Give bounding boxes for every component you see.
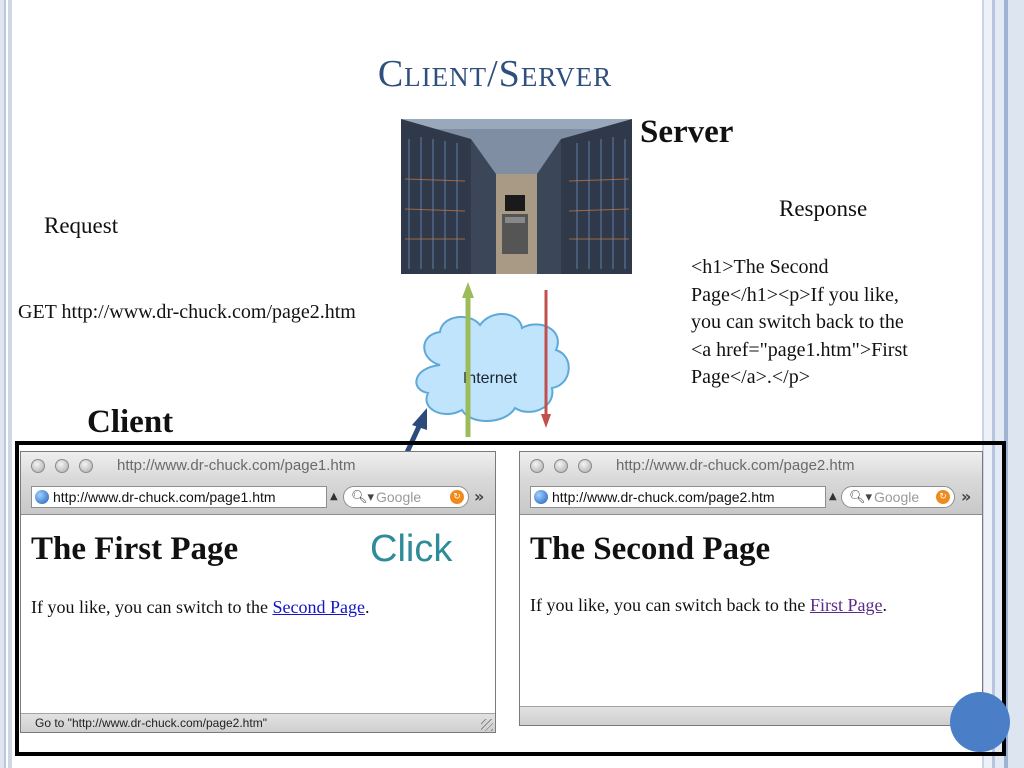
client-label: Client (87, 404, 174, 440)
browser-window-page1: http://www.dr-chuck.com/page1.htm http:/… (20, 451, 496, 733)
window-title: http://www.dr-chuck.com/page2.htm (616, 457, 855, 474)
zoom-window-button[interactable] (79, 459, 93, 473)
paragraph-text: If you like, you can switch to the (31, 597, 273, 617)
toolbar: http://www.dr-chuck.com/page1.htm ▲ 🔍︎▾ … (21, 480, 495, 515)
search-icon: 🔍︎▾ (849, 490, 873, 505)
search-input[interactable]: 🔍︎▾ Google ↻ (841, 486, 955, 508)
paragraph-text: If you like, you can switch back to the (530, 595, 810, 615)
titlebar: http://www.dr-chuck.com/page1.htm (21, 452, 495, 480)
slide-frame-right (978, 0, 1024, 768)
url-text: http://www.dr-chuck.com/page2.htm (552, 489, 775, 505)
url-text: http://www.dr-chuck.com/page1.htm (53, 489, 276, 505)
search-placeholder: Google (874, 489, 920, 505)
zoom-window-button[interactable] (578, 459, 592, 473)
internet-label: Internet (463, 370, 518, 387)
page-paragraph: If you like, you can switch to the Secon… (31, 597, 369, 618)
response-body: <h1>The Second Page</h1><p>If you like, … (691, 256, 908, 388)
paragraph-end: . (364, 597, 370, 617)
status-text: Go to "http://www.dr-chuck.com/page2.htm… (35, 716, 267, 730)
close-window-button[interactable] (530, 459, 544, 473)
search-go-icon[interactable]: ↻ (936, 490, 950, 504)
response-label: Response (779, 196, 868, 221)
toolbar-overflow-icon[interactable]: » (961, 487, 972, 506)
status-bar (520, 706, 982, 725)
request-line: GET http://www.dr-chuck.com/page2.htm (18, 301, 356, 323)
url-dropdown-icon[interactable]: ▲ (330, 491, 338, 502)
browser-window-page2: http://www.dr-chuck.com/page2.htm http:/… (519, 451, 983, 726)
globe-icon (35, 490, 49, 504)
click-label: Click (370, 528, 453, 570)
request-label: Request (44, 213, 119, 238)
search-go-icon[interactable]: ↻ (450, 490, 464, 504)
slide-corner-decoration (950, 692, 1010, 752)
minimize-window-button[interactable] (55, 459, 69, 473)
first-page-link[interactable]: First Page (809, 595, 883, 615)
page-heading: The First Page (31, 531, 239, 567)
toolbar: http://www.dr-chuck.com/page2.htm ▲ 🔍︎▾ … (520, 480, 982, 515)
window-title: http://www.dr-chuck.com/page1.htm (117, 457, 356, 474)
server-label: Server (640, 114, 734, 150)
request-arrow (462, 282, 474, 437)
minimize-window-button[interactable] (554, 459, 568, 473)
page-heading: The Second Page (530, 531, 771, 567)
page-paragraph: If you like, you can switch back to the … (530, 595, 887, 616)
internet-cloud-icon: Internet (415, 312, 570, 422)
response-arrow (541, 290, 551, 428)
globe-icon (534, 490, 548, 504)
toolbar-overflow-icon[interactable]: » (474, 487, 485, 506)
search-placeholder: Google (376, 489, 422, 505)
slide-title: Client/Server (377, 53, 613, 95)
client-box (15, 441, 1006, 756)
status-bar: Go to "http://www.dr-chuck.com/page2.htm… (21, 713, 495, 732)
close-window-button[interactable] (31, 459, 45, 473)
url-bar[interactable]: http://www.dr-chuck.com/page2.htm (530, 486, 826, 508)
second-page-link[interactable]: Second Page (272, 597, 365, 617)
search-icon: 🔍︎▾ (351, 490, 375, 505)
search-input[interactable]: 🔍︎▾ Google ↻ (343, 486, 469, 508)
url-bar[interactable]: http://www.dr-chuck.com/page1.htm (31, 486, 327, 508)
server-room-image (401, 119, 632, 274)
titlebar: http://www.dr-chuck.com/page2.htm (520, 452, 982, 480)
url-dropdown-icon[interactable]: ▲ (829, 491, 837, 502)
paragraph-end: . (882, 595, 887, 615)
slide-frame-left (0, 0, 12, 768)
resize-grip-icon[interactable] (481, 719, 493, 731)
